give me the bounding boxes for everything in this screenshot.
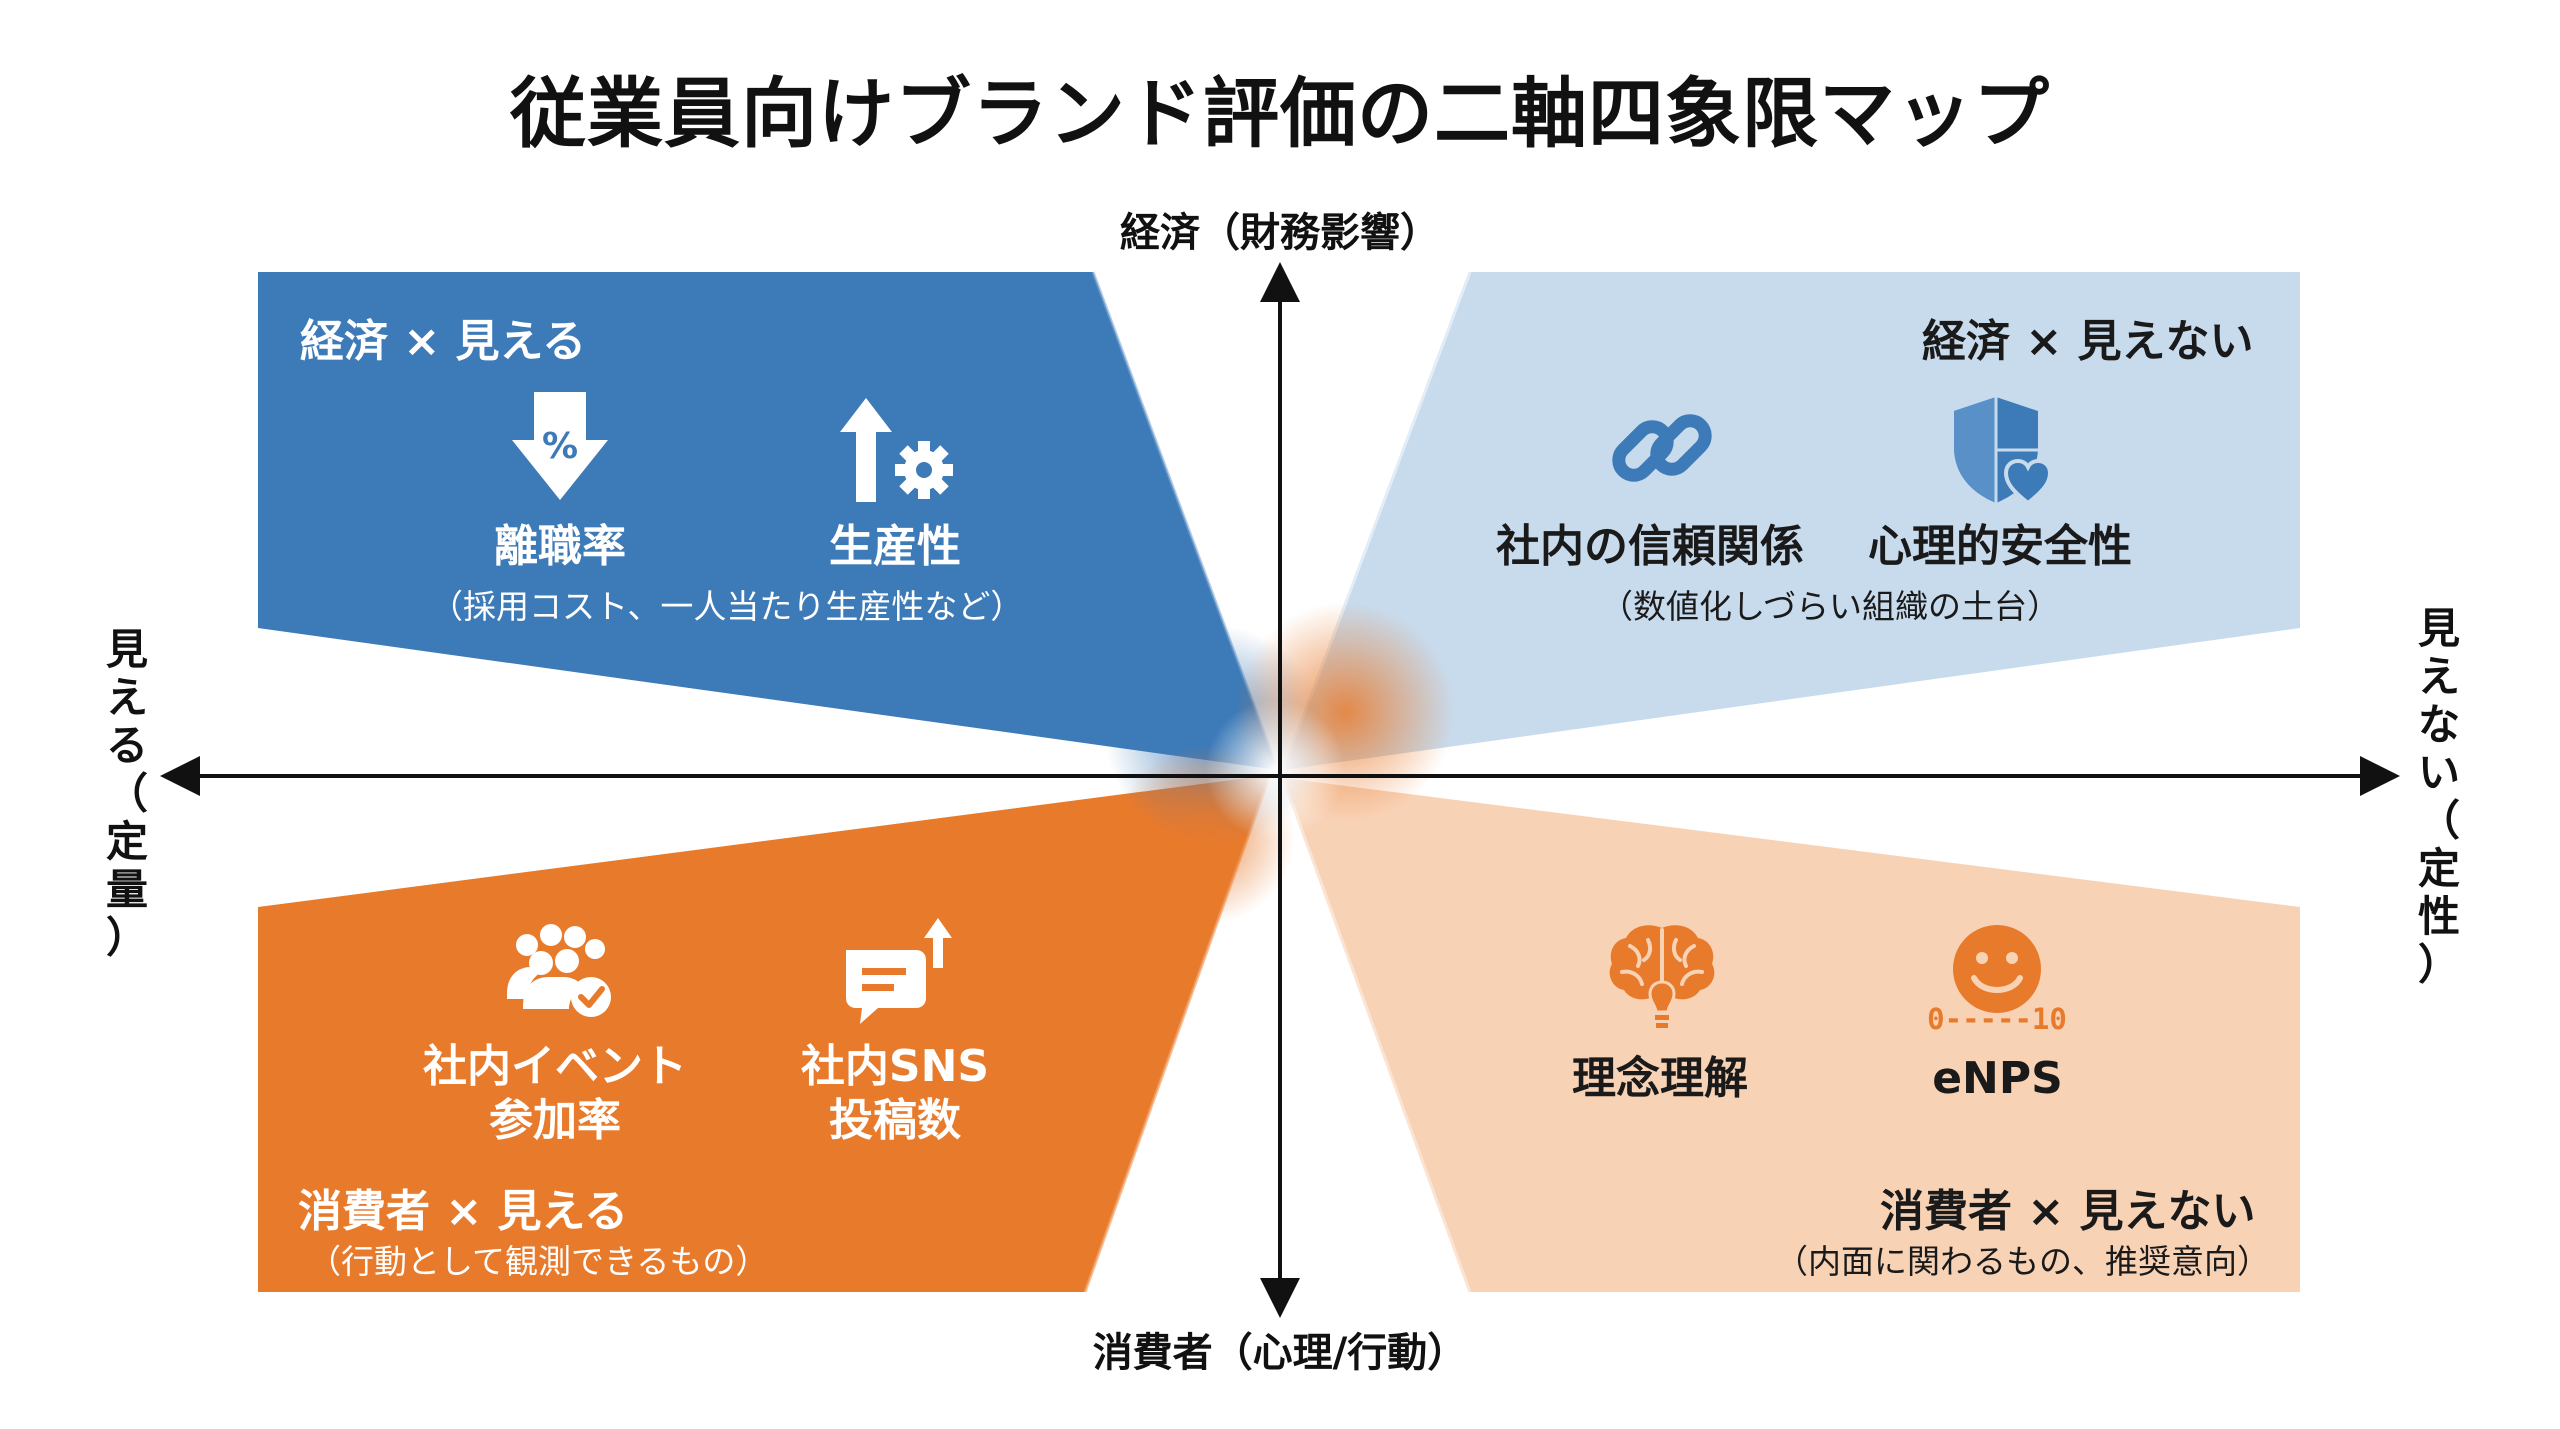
item-label: eNPS [1932,1053,2063,1104]
item-label: 生産性 [829,521,961,572]
item-label: 離職率 [494,521,626,572]
item-label: 社内の信頼関係 [1496,521,1804,572]
axis-label-top: 経済（財務影響） [1120,210,1440,256]
quadrant-bottom-right-panel [1283,778,2300,1292]
item-label: 理念理解 [1572,1053,1748,1104]
quadrant-title-bottom-right: 消費者 × 見えない [1880,1186,2256,1237]
quadrant-bottom-left-panel [258,775,1270,1292]
axis-label-right: 見えない（定性） [2417,604,2460,989]
item-label: 社内SNS 投稿数 [800,1041,990,1146]
page-title: 従業員向けブランド評価の二軸四象限マップ [510,69,2050,158]
axis-label-left: 見える（定量） [105,625,148,962]
quadrant-note-bottom-right: （内面に関わるもの、推奨意向） [1775,1242,2270,1281]
axis-label-bottom: 消費者（心理/行動） [1092,1330,1468,1376]
quadrant-top-right-panel [1283,272,2300,770]
smiley-scale-icon [1950,922,2044,1016]
quadrant-title-top-right: 経済 × 見えない [1922,316,2254,367]
item-label: 心理的安全性 [1868,521,2132,572]
quadrant-note-bottom-left: （行動として観測できるもの） [308,1242,769,1281]
shield-heart-icon [1950,395,2054,505]
chain-link-icon [1607,398,1717,498]
enps-scale-label: 0-----10 [1927,1002,2067,1036]
chat-arrow-up-icon [842,918,952,1026]
quadrant-top-left-panel [258,272,1278,770]
svg-text:%: % [542,426,578,467]
quadrant-title-top-left: 経済 × 見える [300,316,587,367]
percent-down-arrow-icon: % [512,392,608,502]
brain-lightbulb-icon [1608,922,1716,1034]
item-label: 社内イベント 参加率 [423,1041,687,1146]
quadrant-note-top-right: （数値化しづらい組織の土台） [1600,587,2061,626]
quadrant-note-top-left: （採用コスト、一人当たり生産性など） [430,587,1024,626]
group-check-icon [505,923,617,1019]
arrow-up-gear-icon [840,398,955,503]
quadrant-title-bottom-left: 消費者 × 見える [298,1186,629,1237]
